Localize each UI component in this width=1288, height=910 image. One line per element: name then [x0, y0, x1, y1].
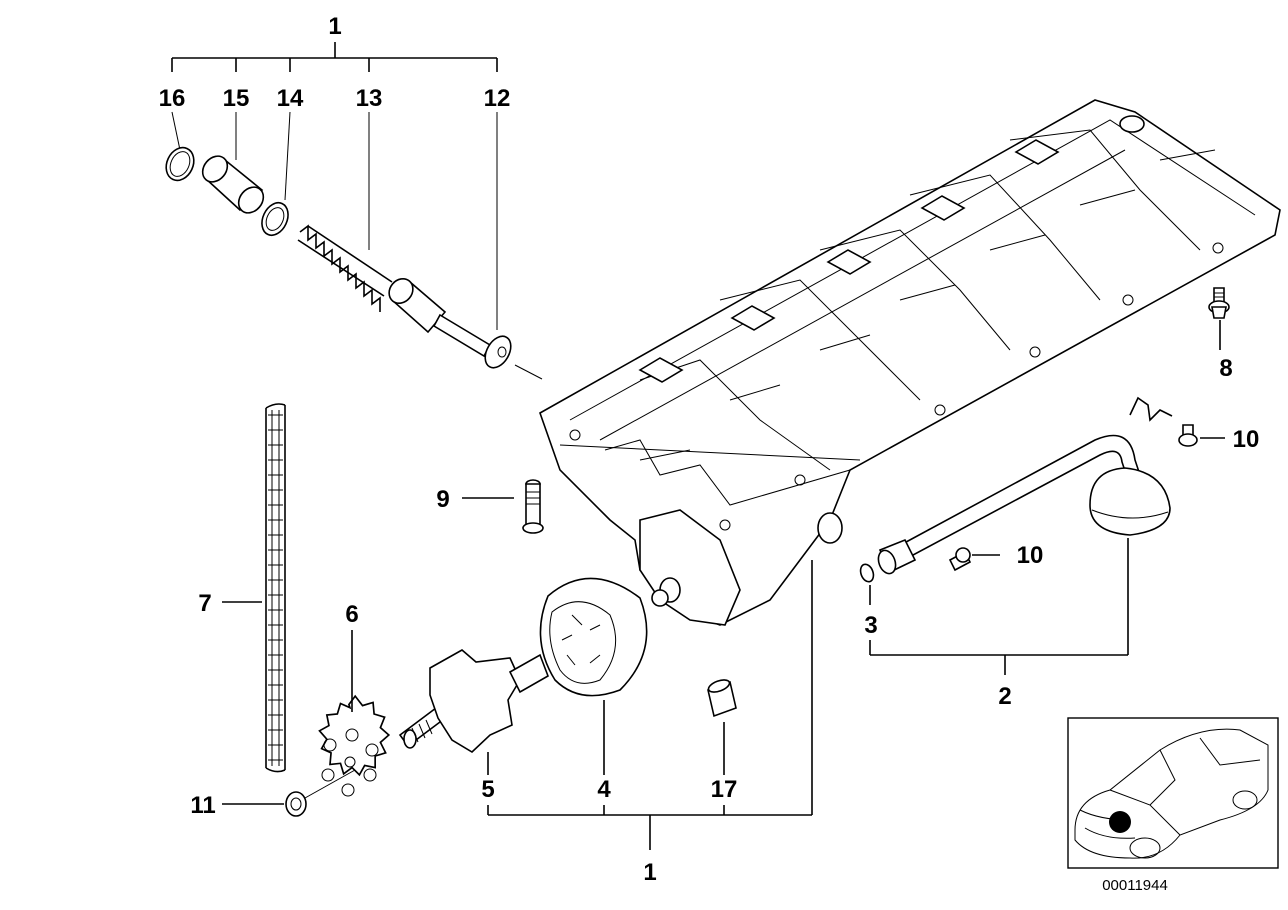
reference-number: 00011944	[1102, 877, 1168, 894]
screw-lower-part	[948, 547, 972, 572]
callout-3: 3	[864, 612, 877, 639]
callout-6: 6	[345, 601, 358, 628]
sealing-ring-part	[261, 201, 289, 237]
callout-7: 7	[198, 590, 211, 617]
location-marker	[1109, 811, 1131, 833]
sprocket-part	[318, 694, 391, 797]
callout-16: 16	[159, 85, 186, 112]
callout-4: 4	[597, 776, 611, 803]
screw-part	[1208, 287, 1230, 319]
callout-10-lower: 10	[1017, 542, 1044, 569]
valve-piston-part	[388, 277, 543, 380]
callout-1-bottom: 1	[643, 859, 656, 886]
callout-10-upper: 10	[1233, 426, 1260, 453]
compression-spring-part	[297, 224, 393, 312]
dowel-sleeve-part	[707, 679, 737, 718]
callout-13: 13	[356, 85, 383, 112]
bottom-assembly-bracket	[487, 805, 812, 850]
screw-upper-part	[1178, 424, 1198, 447]
item2-bracket	[869, 538, 1129, 675]
callout-17: 17	[711, 776, 738, 803]
callout-1-top: 1	[328, 13, 341, 40]
callout-5: 5	[481, 776, 494, 803]
nut-part	[285, 791, 307, 817]
drive-chain-part	[265, 403, 286, 773]
callout-11: 11	[190, 792, 215, 819]
suction-pipe-part	[859, 396, 1173, 583]
outer-rotor-part	[539, 577, 648, 697]
callout-14: 14	[277, 85, 304, 112]
oil-pump-housing-part	[539, 99, 1281, 626]
valve-sleeve-part	[201, 155, 265, 214]
callout-9: 9	[436, 486, 449, 513]
circlip-part	[165, 146, 195, 182]
vehicle-locator-thumbnail	[1067, 717, 1279, 869]
callout-12: 12	[484, 85, 511, 112]
top-assembly-bracket	[171, 42, 498, 330]
callout-2: 2	[998, 683, 1011, 710]
bolt-part	[522, 479, 544, 534]
callout-15: 15	[223, 85, 250, 112]
inner-rotor-shaft-part	[398, 649, 549, 753]
callout-8: 8	[1219, 355, 1232, 382]
